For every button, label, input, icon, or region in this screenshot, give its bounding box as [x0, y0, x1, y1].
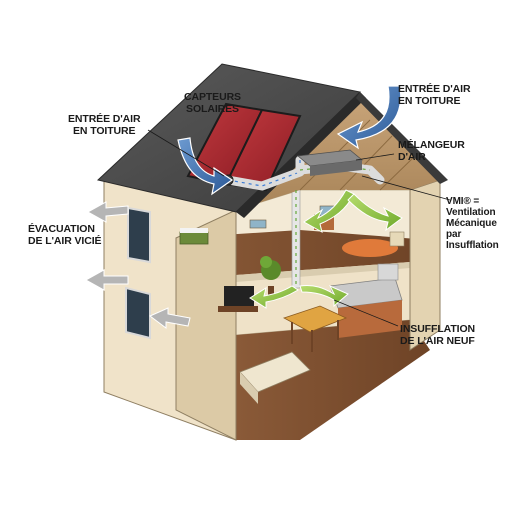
- label-solar-collectors: CAPTEURS SOLAIRES: [184, 91, 241, 115]
- window: [125, 286, 151, 340]
- fresh-air-intake-arrows: [177, 85, 402, 196]
- ductwork: [222, 149, 385, 286]
- label-fresh-air-insufflation: INSUFFLATION DE L'AIR NEUF: [400, 323, 476, 347]
- arrow-left-icon: [86, 201, 129, 223]
- armchair: [389, 231, 405, 247]
- curved-arrow-icon: [177, 137, 234, 196]
- label-stale-air-exhaust: ÉVACUATION DE L'AIR VICIÉ: [28, 223, 102, 247]
- arrow-left-icon: [149, 307, 191, 329]
- stale-air-exhaust-arrows: [84, 201, 191, 329]
- label-roof-air-intake-left: ENTRÉE D'AIR EN TOITURE: [68, 113, 141, 137]
- dining-table: [282, 305, 348, 333]
- curved-arrow-icon: [303, 189, 355, 233]
- round-rug: [342, 239, 398, 257]
- arrow-left-icon: [84, 269, 129, 291]
- window: [127, 206, 151, 264]
- label-roof-air-intake-right: ENTRÉE D'AIR EN TOITURE: [398, 83, 471, 107]
- tv: [224, 286, 254, 306]
- label-leader-lines: [147, 129, 451, 327]
- label-air-mixer: MÉLANGEUR D'AIR: [398, 139, 465, 163]
- curved-arrow-icon: [347, 193, 403, 232]
- curved-arrow-icon: [336, 85, 402, 150]
- curved-arrow-icon: [249, 285, 299, 309]
- bed: [179, 231, 209, 245]
- label-vmi-definition: VMI® = Ventilation Mécanique par Insuffl…: [446, 196, 499, 251]
